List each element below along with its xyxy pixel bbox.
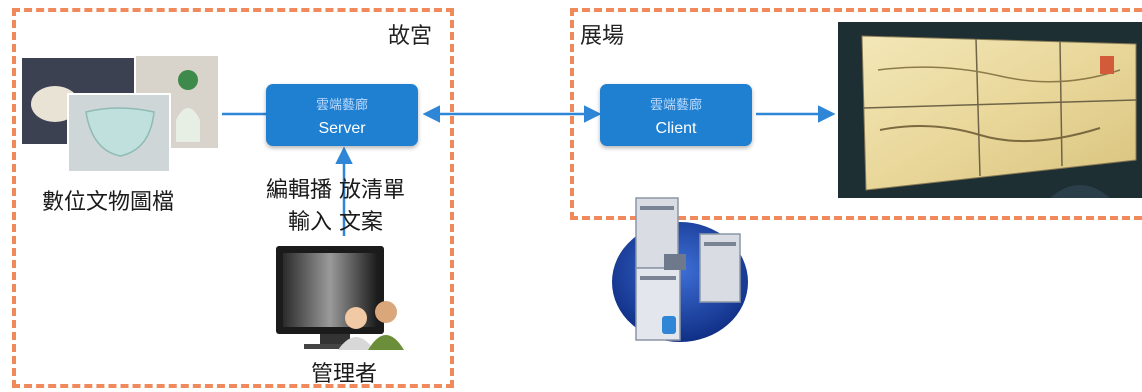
video-wall-icon bbox=[838, 22, 1142, 198]
input-text-label: 輸入 文案 bbox=[288, 210, 383, 235]
server-node-title: 雲端藝廊 bbox=[315, 98, 368, 113]
edit-playlist-label: 編輯播 放清單 bbox=[266, 178, 405, 203]
exhibition-zone-label: 展場 bbox=[580, 24, 625, 49]
client-node-subtitle: Client bbox=[655, 120, 697, 137]
client-node-title: 雲端藝廊 bbox=[649, 98, 702, 113]
client-node: 雲端藝廊 Client bbox=[600, 84, 752, 146]
server-node-subtitle: Server bbox=[318, 120, 366, 137]
admin-monitor-icon bbox=[276, 246, 404, 350]
palace-zone bbox=[12, 8, 454, 388]
admin-label: 管理者 bbox=[311, 362, 378, 387]
palace-zone-label: 故宮 bbox=[388, 24, 433, 49]
server-cluster-icon bbox=[612, 197, 748, 342]
server-node: 雲端藝廊 Server bbox=[266, 84, 418, 146]
artifact-images-label: 數位文物圖檔 bbox=[42, 190, 175, 215]
artifact-photos-icon bbox=[22, 56, 218, 173]
